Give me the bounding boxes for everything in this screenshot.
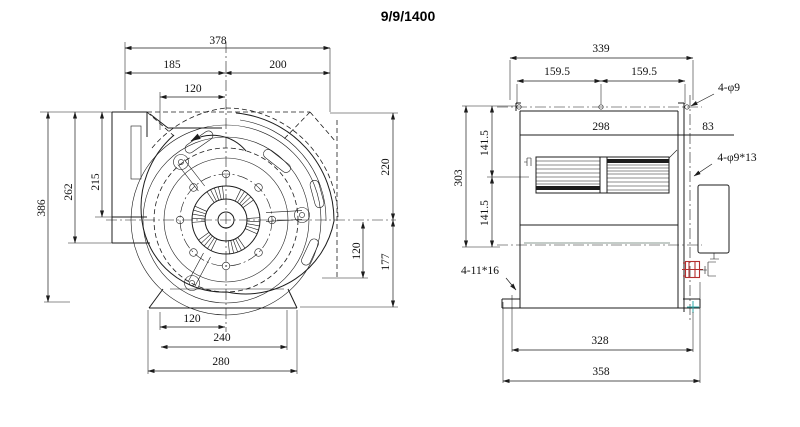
impeller-inner bbox=[204, 198, 248, 242]
shaft-circle bbox=[217, 211, 235, 229]
ring-95 bbox=[130, 124, 322, 316]
dim-base-hole-span: 328 bbox=[591, 335, 609, 347]
dim-hole-span-right: 159.5 bbox=[631, 66, 657, 78]
drawing-title: 9/9/1400 bbox=[381, 8, 436, 24]
dim-flange-offset: 83 bbox=[702, 121, 714, 133]
motor-box bbox=[697, 184, 730, 277]
casing-body bbox=[515, 102, 734, 312]
dim-case-width: 298 bbox=[592, 121, 610, 133]
impeller-blades bbox=[192, 186, 260, 254]
label-top-holes: 4-φ9 bbox=[718, 82, 740, 94]
dim-base-width: 358 bbox=[592, 366, 610, 378]
impeller-drum bbox=[524, 149, 678, 194]
dim-right-upper: 220 bbox=[380, 158, 392, 176]
front-base bbox=[148, 288, 298, 309]
snap-cross-icon bbox=[687, 301, 699, 313]
dim-right-lower: 177 bbox=[380, 253, 392, 271]
dim-overall-height: 386 bbox=[36, 199, 48, 217]
dim-side-overall-width: 339 bbox=[592, 43, 610, 55]
impeller-outer bbox=[191, 185, 261, 255]
dim-half-upper: 141.5 bbox=[479, 130, 491, 156]
scroll-casing bbox=[140, 112, 335, 295]
bolt-circle bbox=[179, 173, 273, 267]
mounting-lugs bbox=[173, 154, 310, 291]
front-extension-lines bbox=[40, 42, 398, 374]
scroll-inner-wall bbox=[239, 119, 327, 222]
dim-width-left: 185 bbox=[163, 59, 181, 71]
rotation-arrow-icon bbox=[190, 133, 247, 152]
dim-base-inner: 120 bbox=[183, 313, 201, 325]
label-side-holes: 4-φ9*13 bbox=[717, 152, 756, 164]
dim-half-lower: 141.5 bbox=[479, 200, 491, 226]
dim-height-inner: 215 bbox=[90, 173, 102, 191]
side-view: 339 159.5 159.5 298 83 303 141.5 141.5 3… bbox=[453, 43, 757, 384]
front-dimensions: 378 185 200 120 386 262 215 220 177 120 … bbox=[36, 35, 396, 374]
dim-side-overall-height: 303 bbox=[453, 169, 465, 187]
dim-inlet-offset: 120 bbox=[184, 83, 202, 95]
shaft-hub-red bbox=[682, 260, 707, 279]
dim-base-outer: 280 bbox=[212, 356, 230, 368]
dim-right-offset: 120 bbox=[351, 242, 363, 260]
ring-72-hidden bbox=[153, 147, 299, 293]
dim-base-mid: 240 bbox=[213, 332, 231, 344]
bolt-holes bbox=[175, 169, 277, 271]
inlet-hidden-arc-left bbox=[151, 107, 227, 149]
dim-height-mid: 262 bbox=[63, 183, 75, 201]
label-foot-slots: 4-11*16 bbox=[461, 265, 499, 277]
dim-width-right: 200 bbox=[269, 59, 287, 71]
inlet-hidden-arc-right bbox=[225, 107, 339, 221]
outlet-hidden bbox=[146, 111, 338, 277]
mounting-feet bbox=[501, 298, 701, 309]
side-dimensions: 339 159.5 159.5 298 83 303 141.5 141.5 3… bbox=[453, 43, 757, 384]
flange-holes bbox=[516, 104, 690, 110]
dim-hole-span-left: 159.5 bbox=[544, 66, 570, 78]
dim-overall-width: 378 bbox=[209, 35, 227, 47]
side-extension-lines bbox=[462, 60, 701, 383]
front-view: 378 185 200 120 386 262 215 220 177 120 … bbox=[36, 35, 398, 374]
